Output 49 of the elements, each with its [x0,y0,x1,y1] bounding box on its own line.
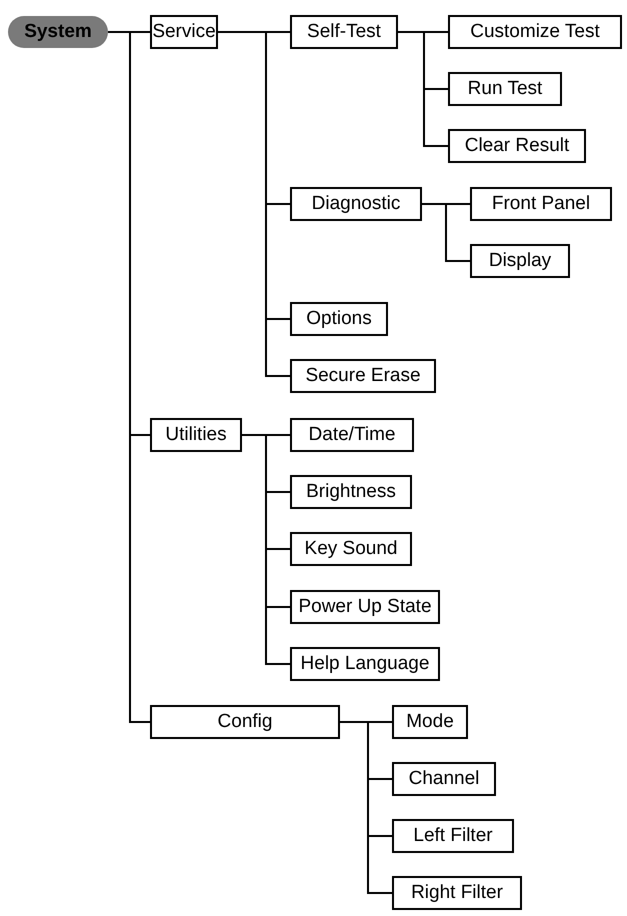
menu-label: Self-Test [307,21,381,43]
menu-label: Config [218,711,272,733]
connector-line [218,31,290,377]
menu-label: Diagnostic [312,193,400,215]
connector-line [242,434,290,665]
menu-box [470,187,612,221]
menu-box [290,532,412,566]
menu-label: Power Up State [298,596,432,618]
menu-label: Mode [406,711,454,733]
menu-box [150,15,218,49]
menu-box [290,475,412,509]
menu-label: Channel [408,768,480,790]
menu-box [392,762,496,796]
root-menu-pill [8,16,108,48]
menu-box [470,244,570,278]
menu-label: Secure Erase [305,365,421,387]
menu-label: System [24,21,92,43]
connector-line [340,721,392,894]
menu-label: Date/Time [308,424,396,446]
menu-label: Clear Result [464,135,570,157]
menu-box [150,705,340,739]
menu-box [392,705,468,739]
menu-box [150,418,242,452]
menu-label: Right Filter [411,882,503,904]
menu-box [290,15,398,49]
menu-box [392,876,522,910]
menu-label: Customize Test [470,21,600,43]
menu-label: Options [306,308,372,330]
menu-label: Help Language [300,653,430,675]
menu-label: Utilities [165,424,227,446]
menu-label: Front Panel [492,193,590,215]
menu-label: Brightness [306,481,396,503]
menu-box [290,418,414,452]
menu-box [448,15,622,49]
menu-box [290,302,388,336]
menu-label: Left Filter [413,825,493,847]
menu-box [448,72,562,106]
connector-line [398,31,448,147]
menu-label: Key Sound [304,538,398,560]
menu-box [290,647,440,681]
menu-label: Run Test [468,78,542,100]
menu-label: Service [152,21,216,43]
menu-box [290,590,440,624]
connector-line [422,203,470,262]
menu-box [290,187,422,221]
menu-box [392,819,514,853]
menu-box [290,359,436,393]
menu-box [448,129,586,163]
menu-label: Display [488,250,552,272]
